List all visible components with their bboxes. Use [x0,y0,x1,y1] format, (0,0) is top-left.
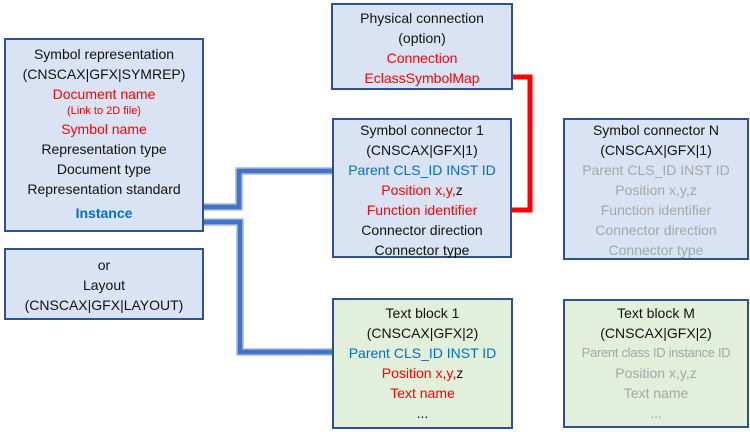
field-ellipsis: ... [416,405,429,421]
option-label: (option) [398,30,446,46]
node-title: Text block M [617,305,695,321]
position-z-label: z [455,182,463,198]
field-position: Position x,y,z [334,180,510,200]
field-eclass-symbol-map: EclassSymbolMap [364,70,480,86]
field-position: Position x,y,z [615,365,697,381]
node-code: (CNSCAX|GFX|LAYOUT) [24,297,184,313]
node-title: Symbol representation [33,46,175,62]
node-title: Text block 1 [385,305,460,321]
field-position: Position x,y,z [615,182,697,198]
node-text-block-1: Text block 1 (CNSCAX|GFX|2) Parent CLS_I… [332,298,513,429]
node-title: Layout [82,277,126,293]
node-code: (CNSCAX|GFX|SYMREP) [22,66,186,82]
field-connector-type: Connector type [608,242,704,258]
field-representation-standard: Representation standard [27,181,181,197]
field-function-identifier: Function identifier [366,202,478,218]
field-ellipsis: ... [650,405,662,421]
field-function-identifier: Function identifier [600,202,712,218]
node-symbol-connector-1: Symbol connector 1 (CNSCAX|GFX|1) Parent… [332,118,512,258]
field-document-type: Document type [56,161,152,177]
field-connector-direction: Connector direction [361,222,483,238]
or-label: or [97,257,111,273]
field-parent-cls-id: Parent CLS_ID INST ID [348,162,496,178]
field-instance: Instance [75,205,133,221]
field-parent-cls-id: Parent CLS_ID INST ID [348,345,497,361]
node-symbol-representation: Symbol representation (CNSCAX|GFX|SYMREP… [4,38,204,232]
field-position: Position x,y,z [334,363,511,383]
position-z-label: z [456,365,464,381]
field-document-name: Document name [52,86,156,102]
field-representation-type: Representation type [41,141,167,157]
node-code: (CNSCAX|GFX|2) [600,325,712,341]
field-parent-class-id: Parent class ID instance ID [581,345,731,360]
node-layout-alternative: or Layout (CNSCAX|GFX|LAYOUT) [4,248,204,320]
field-parent-cls-id: Parent CLS_ID INST ID [582,162,730,178]
node-code: (CNSCAX|GFX|2) [366,325,479,341]
position-xy-label: Position x,y, [381,365,457,381]
node-code: (CNSCAX|GFX|1) [366,142,478,158]
node-code: (CNSCAX|GFX|1) [600,142,712,158]
field-connector-direction: Connector direction [595,222,717,238]
node-title: Symbol connector N [592,122,720,138]
field-link-to-2d-file: (Link to 2D file) [67,105,141,117]
field-text-name: Text name [623,385,689,401]
node-title: Symbol connector 1 [360,122,484,138]
field-symbol-name: Symbol name [61,121,147,137]
node-title: Physical connection [360,10,484,26]
node-text-block-m: Text block M (CNSCAX|GFX|2) Parent class… [563,299,749,428]
field-text-name: Text name [390,385,455,401]
field-connector-type: Connector type [374,242,470,258]
position-xy-label: Position x,y, [381,182,456,198]
node-physical-connection: Physical connection (option) Connection … [331,3,513,90]
field-connection: Connection [386,50,458,66]
node-symbol-connector-n: Symbol connector N (CNSCAX|GFX|1) Parent… [563,118,749,260]
